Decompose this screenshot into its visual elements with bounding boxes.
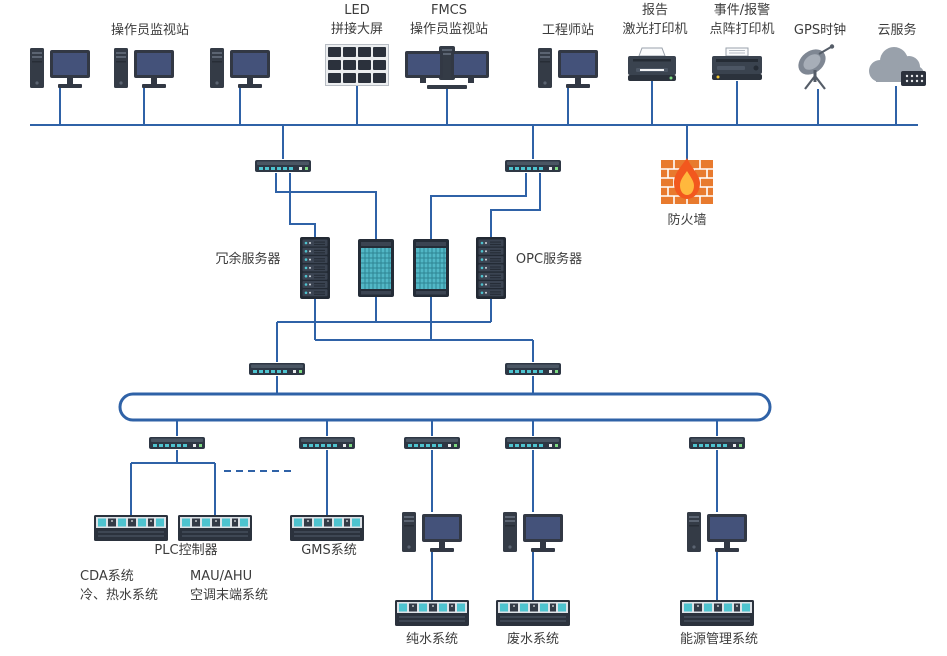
label-opc-server: OPC服务器 <box>515 252 583 267</box>
plc-rack-gms-icon <box>290 515 364 541</box>
plc-rack-energy-icon <box>680 600 754 626</box>
field-switch-3-icon <box>404 436 460 450</box>
energy-workstation-icon <box>685 508 749 556</box>
operator-workstation-3-icon <box>208 44 272 92</box>
pure-water-workstation-icon <box>400 508 464 556</box>
server-to-lower-switch-wires <box>276 297 534 394</box>
opc-server-rack-icon <box>476 237 506 299</box>
label-firewall: 防火墙 <box>667 213 707 228</box>
waste-water-workstation-icon <box>501 508 565 556</box>
switch-to-server-wires <box>275 173 541 239</box>
firewall-icon <box>660 156 714 206</box>
operator-workstation-2-icon <box>112 44 176 92</box>
distribution-switch-1-icon <box>249 362 305 376</box>
ring-bus <box>118 392 772 422</box>
label-waste-water: 废水系统 <box>506 632 560 647</box>
tower-server-1-icon <box>358 239 394 297</box>
redundant-server-rack-icon <box>300 237 330 299</box>
plc-rack-pure-water-icon <box>395 600 469 626</box>
core-switch-2-icon <box>505 159 561 173</box>
field-switch-4-icon <box>505 436 561 450</box>
label-cloud-service: 云服务 <box>877 23 917 38</box>
plc-rack-2-icon <box>178 515 252 541</box>
dot-matrix-printer-icon <box>709 47 765 85</box>
label-plc-controller: PLC控制器 <box>154 543 218 558</box>
label-led-wall: LED 拼接大屏 <box>330 3 384 37</box>
label-gms-system: GMS系统 <box>301 543 357 558</box>
cloud-service-icon <box>863 44 929 90</box>
gps-antenna-icon <box>792 43 844 91</box>
plc-rack-1-icon <box>94 515 168 541</box>
label-mau-ahu: MAU/AHU 空调末端系统 <box>190 569 269 603</box>
bus-to-switch-wires <box>282 125 688 160</box>
ring-to-field-switch-wires <box>176 420 718 436</box>
label-operator-station: 操作员监视站 <box>110 23 190 38</box>
label-gps-clock: GPS时钟 <box>793 23 847 38</box>
top-device-drop-wires <box>59 81 897 125</box>
label-dot-matrix-printer: 事件/报警 点阵打印机 <box>709 3 775 37</box>
label-pure-water: 纯水系统 <box>405 632 459 647</box>
label-cda-system: CDA系统 冷、热水系统 <box>80 569 159 603</box>
field-switch-5-icon <box>689 436 745 450</box>
laser-printer-icon <box>624 47 680 85</box>
field-switch-2-icon <box>299 436 355 450</box>
core-switch-1-icon <box>255 159 311 173</box>
distribution-switch-2-icon <box>505 362 561 376</box>
engineer-workstation-icon <box>536 44 600 92</box>
field-switch-1-icon <box>149 436 205 450</box>
label-fmcs-station: FMCS 操作员监视站 <box>409 3 489 37</box>
label-energy-mgmt: 能源管理系统 <box>679 632 759 647</box>
led-wall-icon <box>325 44 389 86</box>
label-laser-printer: 报告 激光打印机 <box>622 3 688 37</box>
label-engineer-station: 工程师站 <box>541 23 595 38</box>
plc-rack-waste-water-icon <box>496 600 570 626</box>
field-branch-wires <box>130 450 718 600</box>
tower-server-2-icon <box>413 239 449 297</box>
label-redundant-server: 冗余服务器 <box>215 252 281 267</box>
operator-workstation-1-icon <box>28 44 92 92</box>
fmcs-dual-workstation-icon <box>405 46 489 92</box>
